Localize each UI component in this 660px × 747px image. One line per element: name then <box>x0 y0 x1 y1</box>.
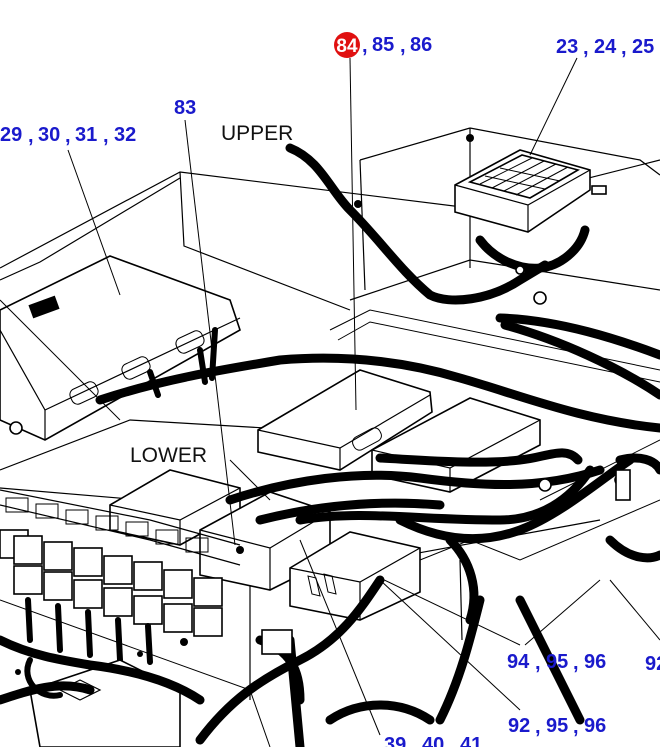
svg-text:,: , <box>535 716 541 738</box>
connector-slots <box>69 330 205 405</box>
callout-39-40-41[interactable]: 39 , 40 , 41 <box>384 734 482 747</box>
callout-40[interactable]: 40 <box>422 734 444 747</box>
callout-92[interactable]: 92 <box>508 715 530 737</box>
callout-94-95-96[interactable]: 94 , 95 , 96 <box>507 651 606 674</box>
callout-83-text[interactable]: 83 <box>174 97 196 119</box>
leader-lines <box>0 57 660 736</box>
relay-grid <box>467 154 581 199</box>
lower-label: LOWER <box>130 444 207 467</box>
relay-cubes <box>0 529 223 637</box>
callout-96a[interactable]: 96 <box>584 651 606 673</box>
center-ecu-upper <box>257 369 433 471</box>
highlight-marker[interactable] <box>334 32 360 58</box>
callout-85[interactable]: 85 <box>372 34 394 56</box>
callout-23-24-25[interactable]: 23 , 24 , 25 <box>556 36 654 59</box>
left-controller <box>0 255 241 441</box>
callout-23[interactable]: 23 <box>556 36 578 58</box>
callout-86[interactable]: 86 <box>410 34 432 56</box>
callout-25[interactable]: 25 <box>632 36 654 58</box>
svg-text:,: , <box>449 735 455 747</box>
section-labels: UPPER LOWER <box>130 122 293 467</box>
callout-31[interactable]: 31 <box>75 124 97 146</box>
callout-84[interactable]: 84 <box>336 36 358 57</box>
relay-legs <box>25 597 153 665</box>
callout-29[interactable]: 29 <box>0 124 22 146</box>
callout-83[interactable]: 83 <box>174 97 196 119</box>
callout-32[interactable]: 32 <box>114 124 136 146</box>
svg-text:,: , <box>573 716 579 738</box>
callout-29-30-31-32[interactable]: 29 , 30 , 31 , 32 <box>0 124 136 147</box>
callout-24[interactable]: 24 <box>594 36 617 58</box>
callout-92-edge[interactable]: 92 <box>645 653 660 675</box>
svg-text:,: , <box>411 735 417 747</box>
svg-text:,: , <box>583 37 589 59</box>
callout-84-85-86[interactable]: 84 , 85 , 86 <box>334 32 432 58</box>
callout-41[interactable]: 41 <box>460 734 482 747</box>
callout-95a[interactable]: 95 <box>546 651 568 673</box>
callout-96b[interactable]: 96 <box>584 715 606 737</box>
fittings <box>15 200 631 675</box>
callout-39[interactable]: 39 <box>384 734 406 747</box>
svg-text:,: , <box>65 125 71 147</box>
upper-relay-module <box>454 134 607 233</box>
callout-30[interactable]: 30 <box>38 124 60 146</box>
fuse-row <box>5 497 209 553</box>
callout-95b[interactable]: 95 <box>546 715 568 737</box>
upper-label: UPPER <box>221 122 293 145</box>
svg-text:,: , <box>103 125 109 147</box>
svg-text:,: , <box>362 35 368 57</box>
svg-text:,: , <box>573 652 579 674</box>
callout-94[interactable]: 94 <box>507 651 530 673</box>
callout-92-partial[interactable]: 92 <box>645 653 660 675</box>
svg-text:,: , <box>400 35 406 57</box>
svg-text:,: , <box>621 37 627 59</box>
callout-92-95-96[interactable]: 92 , 95 , 96 <box>508 715 606 738</box>
svg-text:,: , <box>535 652 541 674</box>
svg-text:,: , <box>28 125 34 147</box>
